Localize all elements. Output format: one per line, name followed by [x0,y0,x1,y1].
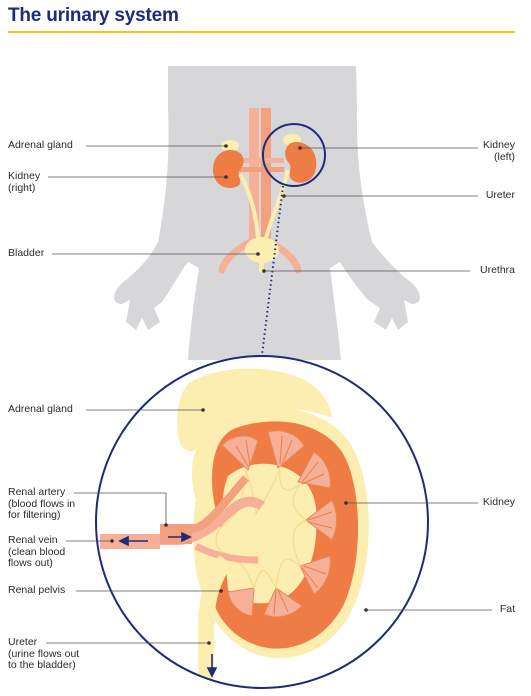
label-adrenal-gland-detail: Adrenal gland [8,403,73,415]
title-underline [8,31,515,33]
kidney-detail [100,368,369,688]
urinary-system-small [212,108,326,274]
page-title: The urinary system [8,5,179,26]
label-renal-artery: Renal artery (blood flows in for filteri… [8,486,76,521]
zoom-connector [261,185,284,356]
leader-lines [46,144,492,645]
detail-circle-border [95,355,429,689]
label-urethra: Urethra [479,264,515,276]
label-kidney-left: Kidney (left) [482,139,515,163]
label-renal-pelvis: Renal pelvis [8,584,66,596]
label-ureter-detail: Ureter (urine flows out to the bladder) [8,636,80,671]
label-kidney-detail: Kidney [482,496,515,508]
label-kidney-right: Kidney (right) [8,170,41,194]
label-adrenal-gland-top: Adrenal gland [8,139,73,151]
label-bladder: Bladder [8,247,45,259]
label-ureter-top: Ureter [485,189,515,201]
label-renal-vein: Renal vein (clean blood flows out) [8,534,66,569]
label-fat: Fat [499,603,515,615]
